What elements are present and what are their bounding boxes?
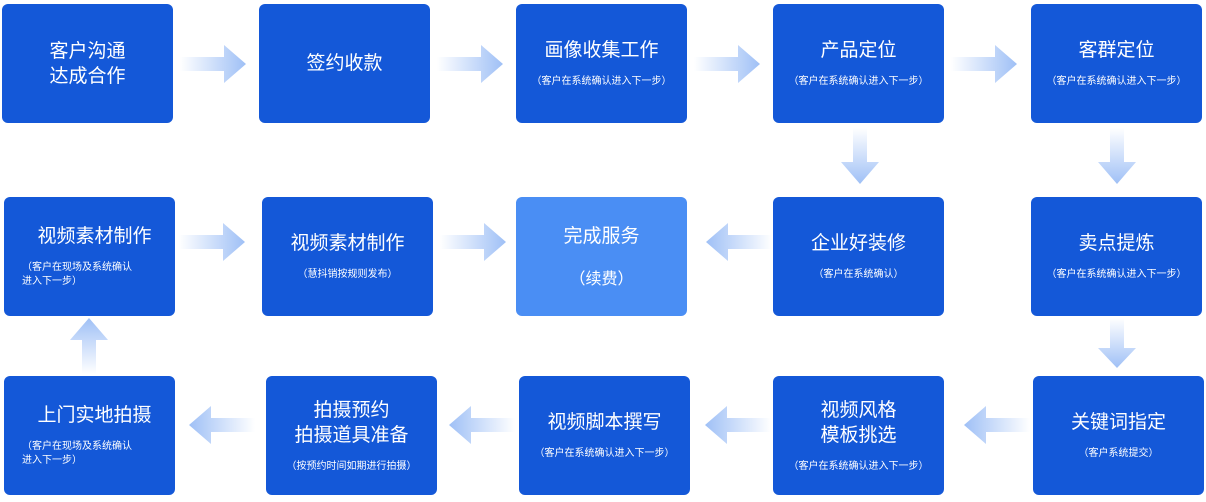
step-note: （客户在系统确认） [813,269,904,280]
arrow-left-icon [449,406,515,444]
step-note: （客户在系统确认进入下一步） [1046,269,1187,280]
step-title: 签约收款 [306,52,383,74]
step-profile-collection: 画像收集工作 （客户在系统确认进入下一步） [516,4,687,123]
step-client-communication: 客户沟通 达成合作 [2,4,173,123]
arrow-right-icon [951,45,1017,83]
step-note: （续费） [569,269,634,288]
step-complete-service: 完成服务 （续费） [516,197,687,316]
step-sign-contract: 签约收款 [259,4,430,123]
step-title: 完成服务 [563,225,640,247]
arrow-up-icon [70,318,108,374]
arrow-right-icon [694,45,760,83]
arrow-left-icon [706,223,772,261]
step-title: 视频风格 模板挑选 [820,398,897,446]
step-note: （客户系统提交） [1078,448,1159,459]
step-note: （客户在系统确认进入下一步） [1046,76,1187,87]
step-enterprise-decoration: 企业好装修 （客户在系统确认） [773,197,944,316]
step-title: 视频素材制作 [37,225,152,247]
arrow-right-icon [437,45,503,83]
step-title: 客户沟通 达成合作 [49,39,126,87]
step-title: 视频素材制作 [290,232,405,254]
step-title: 卖点提炼 [1078,232,1155,254]
arrow-right-icon [179,223,245,261]
step-video-production-onsite: 视频素材制作 （客户在现场及系统确认 进入下一步） [4,197,175,316]
arrow-left-icon [964,406,1030,444]
arrow-right-icon [440,223,506,261]
arrow-right-icon [180,45,246,83]
step-title: 视频脚本撰写 [547,411,662,433]
step-title: 画像收集工作 [544,39,659,61]
step-note: （客户在系统确认进入下一步） [531,76,672,87]
step-note: （慧抖销按规则发布） [297,269,398,280]
step-note: （客户在系统确认进入下一步） [788,460,929,472]
arrow-down-icon [841,128,879,184]
step-product-positioning: 产品定位 （客户在系统确认进入下一步） [773,4,944,123]
step-title: 上门实地拍摄 [37,404,152,426]
step-title: 关键词指定 [1070,411,1166,433]
step-onsite-shooting: 上门实地拍摄 （客户在现场及系统确认 进入下一步） [4,376,175,495]
arrow-left-icon [705,406,771,444]
step-shooting-appointment: 拍摄预约 拍摄道具准备 （按预约时间如期进行拍摄） [266,376,437,495]
step-note: （客户在现场及系统确认 进入下一步） [22,262,132,287]
step-audience-positioning: 客群定位 （客户在系统确认进入下一步） [1031,4,1202,123]
step-selling-points: 卖点提炼 （客户在系统确认进入下一步） [1031,197,1202,316]
step-script-writing: 视频脚本撰写 （客户在系统确认进入下一步） [519,376,690,495]
arrow-left-icon [189,406,255,444]
step-style-template: 视频风格 模板挑选 （客户在系统确认进入下一步） [773,376,944,495]
step-video-production-publish: 视频素材制作 （慧抖销按规则发布） [262,197,433,316]
arrow-down-icon [1098,128,1136,184]
step-title: 企业好装修 [810,232,906,254]
step-title: 产品定位 [820,39,897,61]
step-note: （客户在系统确认进入下一步） [534,448,675,459]
step-title: 客群定位 [1078,39,1155,61]
step-title: 拍摄预约 拍摄道具准备 [294,398,409,446]
step-note: （客户在系统确认进入下一步） [788,76,929,87]
step-note: （客户在现场及系统确认 进入下一步） [22,441,132,466]
step-note: （按预约时间如期进行拍摄） [286,460,417,472]
step-keyword-assignment: 关键词指定 （客户系统提交） [1033,376,1204,495]
arrow-down-icon [1098,318,1136,368]
